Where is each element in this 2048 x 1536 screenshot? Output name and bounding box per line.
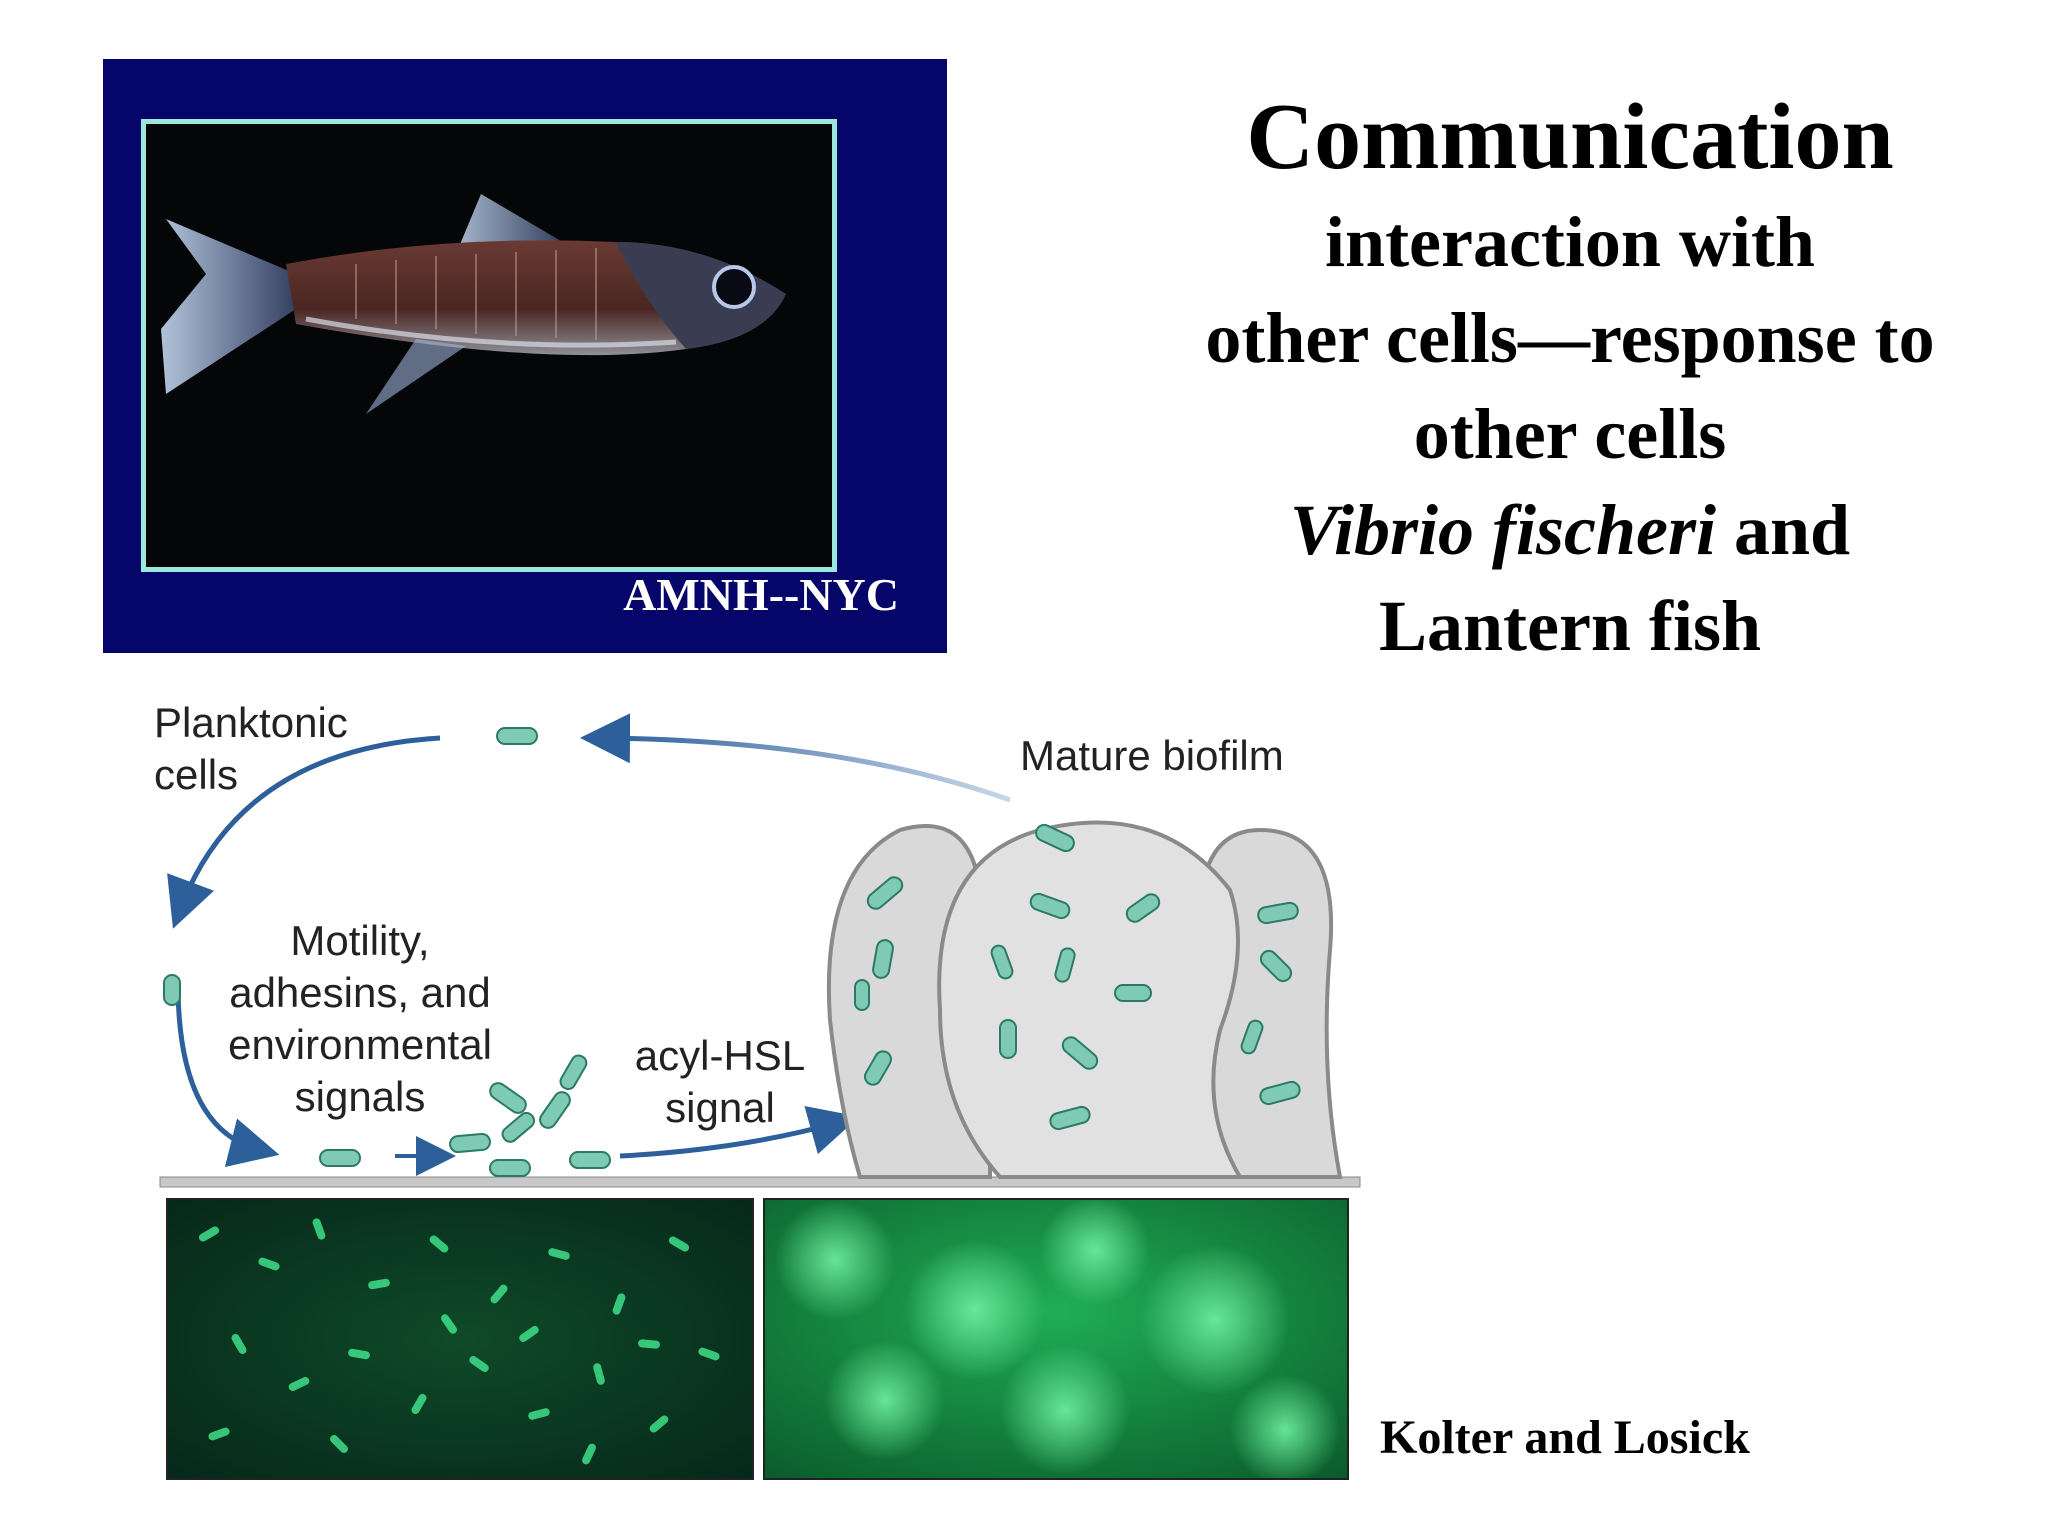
microscopy-biofilm xyxy=(763,1198,1349,1480)
species-name: Vibrio fischeri xyxy=(1289,490,1716,570)
label-motility-signals: Motility, adhesins, and environmental si… xyxy=(228,917,492,1120)
microscopy-planktonic xyxy=(166,1198,754,1480)
label-acyl-hsl-signal: acyl-HSL signal xyxy=(634,1032,806,1131)
substratum xyxy=(159,1176,1361,1188)
title-line-3: other cells xyxy=(1413,394,1727,474)
planktonic-arrow xyxy=(167,735,441,929)
title-line-2: other cells—response to xyxy=(1205,298,1935,378)
title-line-5: Lantern fish xyxy=(1378,586,1762,666)
title-line-4-rest: and xyxy=(1715,490,1851,570)
label-planktonic-cells: Planktonic cells xyxy=(154,699,348,798)
title-line-4: Vibrio fischeri and xyxy=(1140,482,2000,578)
label-mature-biofilm: Mature biofilm xyxy=(1020,732,1284,779)
biofilm-illustration xyxy=(159,713,1361,1188)
bacterial-cells xyxy=(163,727,1301,1177)
title-line-1: interaction with xyxy=(1325,202,1815,282)
photo-panel: AMNH--NYC xyxy=(103,59,947,653)
photo-credit: AMNH--NYC xyxy=(623,569,899,620)
return-arrow xyxy=(580,713,1011,803)
lantern-fish-photo xyxy=(141,119,837,572)
biofilm-tower-center xyxy=(937,820,1244,1179)
slide-title: Communication interaction with other cel… xyxy=(1140,80,2000,674)
image-credit: Kolter and Losick xyxy=(1380,1411,1750,1464)
title-main: Communication xyxy=(1246,85,1894,189)
attachment-arrow xyxy=(175,989,280,1167)
biofilm-diagram: Planktonic cells Mature biofilm Motility… xyxy=(140,690,1370,1195)
acyl-arrow xyxy=(619,1106,860,1159)
